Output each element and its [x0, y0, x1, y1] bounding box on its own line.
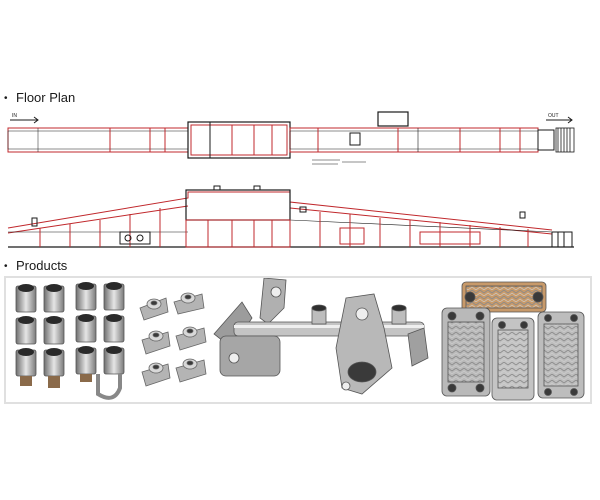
bullet-icon: • — [4, 261, 8, 272]
floor-plan-drawing: IN OUT — [7, 111, 575, 248]
elevation-view — [7, 185, 574, 248]
plan-view — [7, 111, 575, 165]
flanged-nozzles-photo — [139, 292, 207, 387]
pipe-fittings-photo — [15, 282, 125, 400]
plate-heat-exchangers-photo — [441, 281, 585, 401]
floor-plan-heading: •Floor Plan — [4, 90, 76, 105]
plan-in-label: IN — [12, 113, 17, 119]
brazed-bracket-assembly-photo — [213, 278, 429, 395]
products-heading: •Products — [4, 258, 68, 273]
bullet-icon: • — [4, 93, 8, 104]
plan-out-label: OUT — [548, 113, 559, 119]
